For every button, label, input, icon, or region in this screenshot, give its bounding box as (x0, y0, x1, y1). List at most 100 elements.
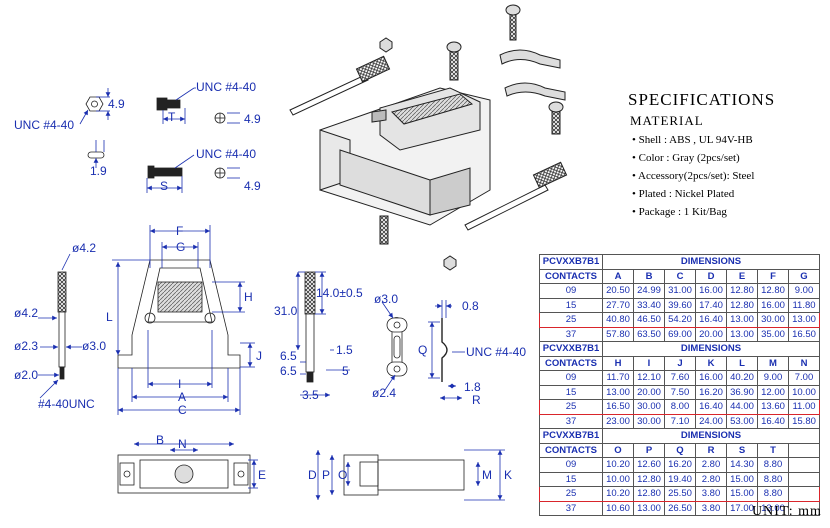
dim-5: 5 (342, 364, 349, 378)
value-cell: 12.80 (726, 297, 758, 313)
exploded-illustration (289, 4, 568, 271)
dim-unc-right: UNC #4-40 (466, 345, 527, 359)
spec-title: SPECIFICATIONS (628, 90, 776, 109)
shell-front-view (112, 225, 255, 415)
dim-phi-2-0: ø2.0 (14, 368, 39, 382)
value-cell: 7.10 (664, 413, 696, 429)
value-cell (788, 457, 820, 473)
value-cell: 15.80 (788, 413, 820, 429)
value-cell: 16.00 (695, 370, 727, 386)
column-header-cell: E (726, 268, 758, 284)
value-cell: 27.70 (602, 297, 634, 313)
value-cell: 8.80 (757, 486, 789, 502)
value-cell (788, 471, 820, 487)
value-cell: 44.00 (726, 399, 758, 415)
value-cell: 13.00 (633, 500, 665, 516)
value-cell: 10.00 (602, 471, 634, 487)
value-cell: 15.00 (726, 486, 758, 502)
dim-m: M (482, 468, 492, 482)
value-cell: 53.00 (726, 413, 758, 429)
value-cell: 16.50 (602, 399, 634, 415)
value-cell: 8.80 (757, 457, 789, 473)
contacts-header-cell: CONTACTS (539, 355, 603, 371)
value-cell: 24.00 (695, 413, 727, 429)
clip-front-view (381, 301, 408, 391)
value-cell: 7.50 (664, 384, 696, 400)
dim-unc-top: UNC #4-40 (196, 80, 257, 94)
value-cell: 17.40 (695, 297, 727, 313)
contacts-header-cell: CONTACTS (539, 268, 603, 284)
column-header-cell: G (788, 268, 820, 284)
dim-a: A (178, 390, 187, 404)
value-cell: 25.50 (664, 486, 696, 502)
dim-phi-3-0: ø3.0 (82, 339, 107, 353)
value-cell: 46.50 (633, 312, 665, 328)
dim-f: F (176, 224, 184, 238)
spec-line-package: • Package : 1 Kit/Bag (632, 206, 727, 218)
value-cell: 31.00 (664, 283, 696, 299)
value-cell: 10.20 (602, 457, 634, 473)
value-cell: 12.80 (726, 283, 758, 299)
value-cell: 3.80 (695, 500, 727, 516)
value-cell: 30.00 (633, 413, 665, 429)
dim-i: I (178, 377, 182, 391)
value-cell: 63.50 (633, 326, 665, 342)
value-cell: 13.00 (788, 312, 820, 328)
value-cell: 16.40 (695, 312, 727, 328)
value-cell: 40.20 (726, 370, 758, 386)
value-cell: 57.80 (602, 326, 634, 342)
spec-line-plated: • Plated : Nickel Plated (632, 188, 735, 200)
dim-g: G (176, 240, 186, 254)
value-cell: 30.00 (757, 312, 789, 328)
value-cell: 9.00 (788, 283, 820, 299)
dim-phi-4-2-top: ø4.2 (72, 241, 97, 255)
value-cell: 33.40 (633, 297, 665, 313)
value-cell: 11.70 (602, 370, 634, 386)
value-cell: 9.00 (757, 370, 789, 386)
value-cell: 13.60 (757, 399, 789, 415)
value-cell: 20.00 (695, 326, 727, 342)
contacts-cell: 25 (539, 486, 603, 502)
value-cell: 16.00 (757, 297, 789, 313)
value-cell: 26.50 (664, 500, 696, 516)
column-header-cell: D (695, 268, 727, 284)
spec-line-shell: • Shell : ABS , UL 94V-HB (632, 134, 753, 146)
dim-l: L (106, 310, 113, 324)
value-cell: 30.00 (633, 399, 665, 415)
spec-line-color: • Color : Gray (2pcs/set) (632, 152, 740, 164)
dim-3-5: 3.5 (302, 388, 319, 402)
column-header-cell: B (633, 268, 665, 284)
dim-phi-3-0-clip: ø3.0 (374, 292, 399, 306)
value-cell: 69.00 (664, 326, 696, 342)
value-cell: 20.50 (602, 283, 634, 299)
column-header-cell: H (602, 355, 634, 371)
column-header-cell: O (602, 442, 634, 458)
value-cell: 3.80 (695, 486, 727, 502)
value-cell: 16.40 (757, 413, 789, 429)
contacts-cell: 09 (539, 370, 603, 386)
value-cell: 10.60 (602, 500, 634, 516)
value-cell: 16.00 (695, 283, 727, 299)
dimensions-title-cell: DIMENSIONS (602, 428, 820, 444)
washer-side (87, 140, 105, 168)
dim-6-5-b: 6.5 (280, 364, 297, 378)
contacts-cell: 09 (539, 283, 603, 299)
value-cell: 10.00 (788, 384, 820, 400)
value-cell: 7.00 (788, 370, 820, 386)
dim-unc-mid: UNC #4-40 (196, 147, 257, 161)
value-cell (788, 486, 820, 502)
clip-side-view (428, 300, 465, 401)
dim-r: R (472, 393, 481, 407)
thumbscrew-left-view (38, 253, 82, 399)
column-header-cell: L (726, 355, 758, 371)
dim-q: Q (418, 343, 428, 357)
shell-side-view (315, 449, 505, 501)
